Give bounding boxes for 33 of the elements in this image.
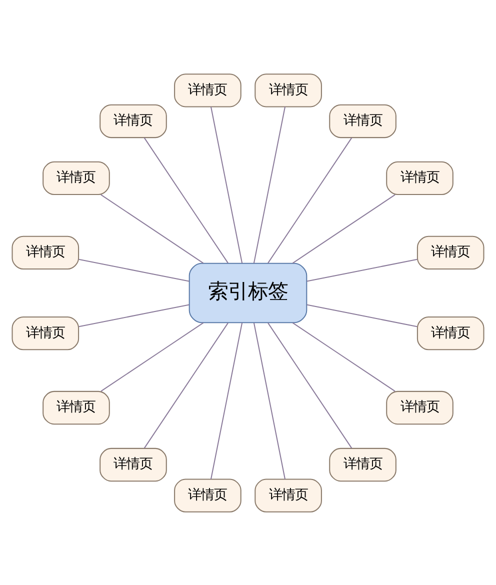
node-box: 详情页 — [42, 160, 110, 195]
connector — [253, 322, 286, 479]
node-box: 详情页 — [329, 104, 396, 138]
connector — [306, 258, 418, 282]
connector — [210, 106, 243, 263]
node-box: 详情页 — [416, 235, 484, 270]
connector — [210, 322, 243, 479]
connector — [306, 304, 418, 327]
connector — [292, 322, 396, 392]
node-box: 详情页 — [329, 447, 396, 482]
connector — [100, 322, 204, 392]
node-box: 详情页 — [42, 390, 110, 424]
node-box: 详情页 — [386, 390, 454, 424]
node-box: 详情页 — [254, 73, 322, 107]
connector — [268, 137, 352, 263]
connector — [144, 322, 228, 448]
connector — [78, 258, 190, 282]
node-box: 详情页 — [416, 316, 484, 350]
connector — [78, 304, 190, 327]
connector — [292, 194, 396, 264]
node-box: 详情页 — [386, 160, 454, 195]
node-box: 详情页 — [100, 104, 167, 138]
connector — [100, 194, 204, 264]
node-box: 详情页 — [174, 73, 242, 107]
node-box: 详情页 — [100, 447, 167, 482]
node-box: 详情页 — [254, 478, 322, 512]
connector — [144, 137, 228, 263]
connector — [253, 106, 286, 263]
node-box: 详情页 — [12, 235, 80, 270]
node-box: 索引标签 — [188, 262, 308, 323]
node-box: 详情页 — [174, 478, 242, 512]
node-box: 详情页 — [12, 316, 80, 350]
connector — [268, 322, 352, 448]
